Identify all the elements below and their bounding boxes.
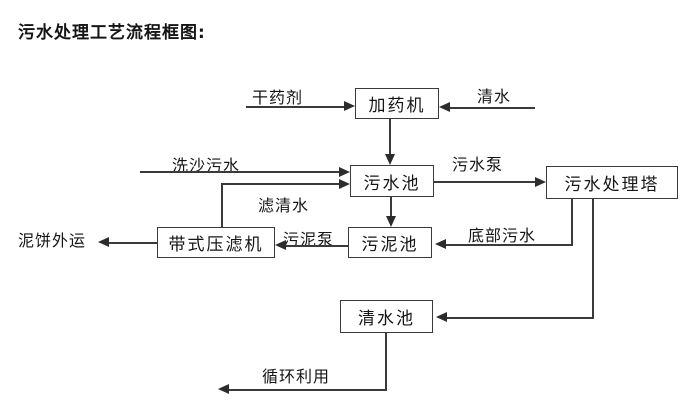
label-clear-water-in: 清水 (477, 87, 512, 106)
edge-tower-to-clear-vline (592, 199, 594, 319)
edge-sewage-to-sludge-arrowhead-icon (386, 216, 396, 227)
edge-sewage-pump-arrowhead-icon (535, 177, 546, 187)
node-sewage-pool: 污水池 (350, 165, 434, 197)
edge-sewage-to-sludge-line (390, 197, 392, 217)
label-bottom-sewage: 底部污水 (468, 226, 537, 245)
page-title: 污水处理工艺流程框图: (18, 23, 206, 43)
node-clear-water-pool: 清水池 (340, 300, 433, 333)
node-belt-filter-press: 带式压滤机 (157, 227, 275, 258)
edge-recycle-vline (385, 333, 387, 391)
edge-tower-to-clear-arrowhead-icon (436, 312, 447, 322)
label-mud-cake-out: 泥饼外运 (18, 231, 87, 250)
edge-recycle-hline (228, 389, 386, 391)
node-treatment-tower: 污水处理塔 (546, 166, 678, 199)
edge-mud-cake-line (108, 242, 157, 244)
label-filtered-water: 滤清水 (258, 196, 310, 215)
edge-tower-to-clear-hline (446, 317, 593, 319)
label-recycle: 循环利用 (262, 367, 331, 386)
edge-sewage-pump-line (434, 181, 536, 183)
edge-filtered-water-arrowhead-icon (339, 179, 350, 189)
node-dosing-machine: 加药机 (355, 88, 439, 119)
edge-dosing-to-sewage-arrowhead-icon (385, 154, 395, 165)
label-sand-washing-sewage: 洗沙污水 (172, 156, 241, 175)
edge-bottom-sewage-hline (445, 244, 572, 246)
edge-sludge-pump-arrowhead-icon (275, 240, 286, 250)
edge-dry-agent-arrowhead-icon (344, 101, 355, 111)
label-dry-agent: 干药剂 (252, 88, 304, 107)
edge-bottom-sewage-vline (571, 199, 573, 246)
edge-clear-water-line (449, 107, 535, 109)
edge-filtered-water-hline (221, 183, 340, 185)
edge-recycle-arrowhead-icon (218, 384, 229, 394)
edge-bottom-sewage-arrowhead-icon (435, 239, 446, 249)
edge-dosing-to-sewage-line (389, 119, 391, 155)
edge-dry-agent-line (246, 106, 345, 108)
edge-sand-washing-line (140, 171, 340, 173)
edge-sand-washing-arrowhead-icon (339, 167, 350, 177)
label-sludge-pump: 污泥泵 (283, 230, 335, 249)
edge-sludge-pump-line (286, 245, 348, 247)
label-sewage-pump: 污水泵 (452, 155, 504, 174)
edge-clear-water-arrowhead-icon (439, 102, 450, 112)
edge-mud-cake-arrowhead-icon (98, 237, 109, 247)
edge-filtered-water-vline (221, 184, 223, 227)
node-sludge-pool: 污泥池 (348, 227, 432, 258)
